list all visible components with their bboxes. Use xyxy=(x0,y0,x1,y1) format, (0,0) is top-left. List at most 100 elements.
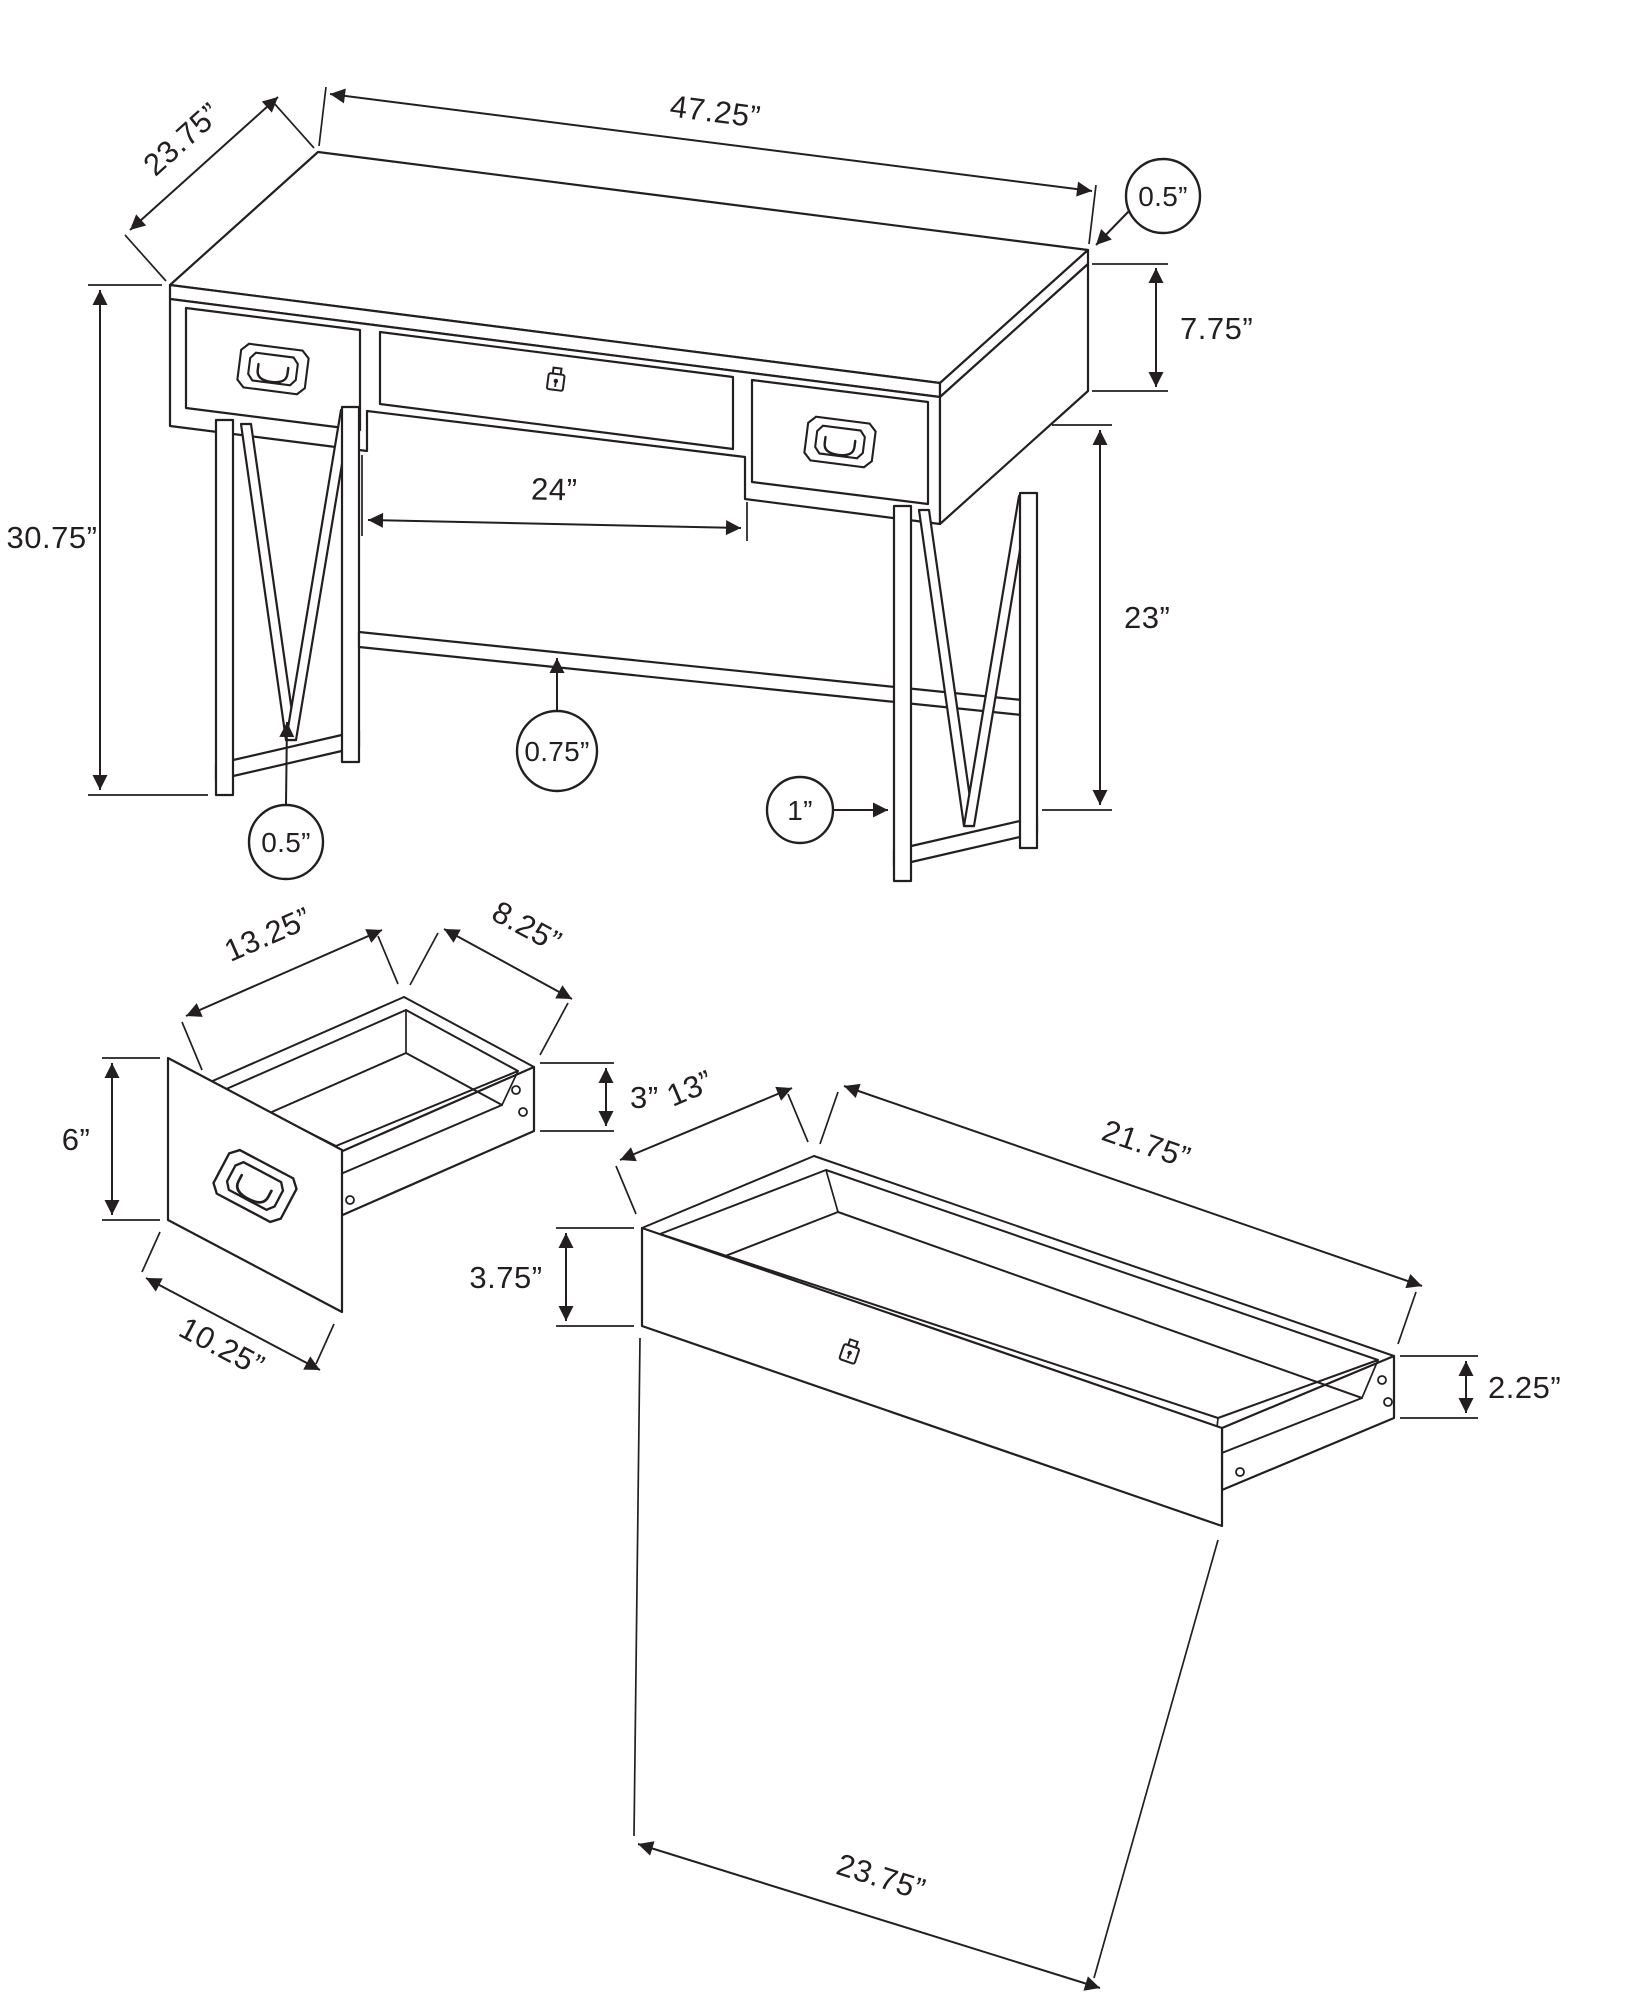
callout-circle xyxy=(1124,157,1202,235)
extension-line xyxy=(181,1021,203,1071)
right-leg-brace-front xyxy=(917,508,976,828)
callout-circle xyxy=(515,709,599,793)
screw-icon xyxy=(511,1085,521,1095)
side-drawer-front-height-label: 6” xyxy=(62,1122,91,1157)
drawer-front-panel xyxy=(640,1226,1224,1528)
extension-line xyxy=(141,1231,161,1273)
drawer-front-panel xyxy=(166,1056,344,1314)
extension-line xyxy=(272,101,315,149)
extension-line xyxy=(539,1002,569,1056)
side-drawer-depth-label: 13.25” xyxy=(219,900,316,969)
screw-icon xyxy=(518,1107,528,1117)
desk-overall-height-label: 30.75” xyxy=(7,520,98,555)
callout-circle xyxy=(765,775,835,845)
dimension-line xyxy=(329,88,1093,197)
screw-icon xyxy=(1235,1467,1245,1477)
interior-corner-edge xyxy=(501,1070,519,1106)
interior-corner-edge xyxy=(825,1169,839,1213)
extension-line xyxy=(409,932,439,986)
screw-icon xyxy=(345,1195,355,1205)
extension-line xyxy=(315,1323,335,1365)
desk-brace-thickness-label: 0.5” xyxy=(261,827,310,858)
side-drawer-box xyxy=(166,996,536,1314)
callout-top-thickness: 0.5” xyxy=(1095,157,1202,246)
center-drawer-width-label: 21.75” xyxy=(1098,1113,1195,1176)
dimension-line xyxy=(637,1841,1101,1991)
desk-legs xyxy=(214,405,1039,883)
desk-right-drawer-front xyxy=(750,378,930,506)
left-leg-brace-front xyxy=(239,422,298,742)
desk-apron-right-panel xyxy=(938,262,1090,526)
rim-left-outer-edge xyxy=(207,996,405,1084)
dim-center-drawer-width: 21.75” xyxy=(819,1083,1423,1345)
callout-brace-thickness: 0.5” xyxy=(247,721,325,881)
screw-icon xyxy=(1383,1397,1393,1407)
dim-center-drawer-front-height: 3.75” xyxy=(469,1227,634,1327)
dim-side-drawer-depth: 13.25” xyxy=(181,900,399,1071)
center-drawer-box xyxy=(640,1155,1396,1528)
leader-arrow xyxy=(279,721,295,805)
desk-top-depth-label: 23.75” xyxy=(136,96,227,183)
extension-line xyxy=(615,1165,637,1215)
desk-left-drawer-front xyxy=(184,306,362,432)
center-drawer-depth-label: 13” xyxy=(662,1063,718,1113)
stretcher-bar xyxy=(357,630,1024,717)
dim-overall-height: 30.75” xyxy=(7,284,208,796)
callout-circle xyxy=(247,803,325,881)
center-drawer-front-width-label: 23.75” xyxy=(833,1847,930,1908)
side-drawer-wall-height-label: 3” xyxy=(630,1080,659,1115)
dim-leg-height: 23” xyxy=(1042,424,1170,811)
desk-leg-height-label: 23” xyxy=(1124,600,1170,635)
dim-side-drawer-front-height: 6” xyxy=(62,1057,160,1221)
desk-stretcher-label: 0.75” xyxy=(524,736,589,767)
dimension-line xyxy=(185,929,383,1017)
side-drawer-dimensions: 13.25” 8.25” 6” 3” xyxy=(62,894,659,1383)
interior-corner-edge xyxy=(1361,1359,1379,1399)
dimension-line xyxy=(443,928,573,1000)
callout-stretcher: 0.75” xyxy=(515,658,599,793)
dim-desk-top-width: 47.25” xyxy=(318,86,1097,245)
desk-top-thickness-label: 0.5” xyxy=(1138,181,1187,212)
rim-back-outer-edge xyxy=(403,996,535,1068)
extension-line xyxy=(1397,1291,1417,1345)
leader-arrow xyxy=(1095,210,1130,246)
right-wall-exterior xyxy=(336,1065,536,1219)
side-drawer-view: 13.25” 8.25” 6” 3” xyxy=(62,894,659,1383)
dim-center-drawer-wall-height: 2.25” xyxy=(1400,1355,1561,1419)
dim-knee-clearance: 24” xyxy=(361,455,748,541)
extension-line xyxy=(377,935,399,985)
extension-line xyxy=(819,1091,839,1145)
left-leg-front-post xyxy=(214,418,235,797)
left-leg-back-post xyxy=(340,405,361,764)
callout-leg-width: 1” xyxy=(765,775,888,845)
desk-body xyxy=(168,150,1090,526)
desk-apron-height-label: 7.75” xyxy=(1180,311,1253,346)
dim-side-drawer-wall-height: 3” xyxy=(540,1062,659,1132)
right-leg-back-post xyxy=(1018,491,1039,850)
dimension-line xyxy=(843,1083,1423,1289)
desk-view: 47.25” 23.75” 0.5” 7.75” xyxy=(7,86,1253,883)
desk-top-width-label: 47.25” xyxy=(668,88,763,134)
dimension-line xyxy=(619,1086,793,1162)
dimension-line xyxy=(129,96,279,231)
center-drawer-dimensions: 13” 21.75” 3.75” 2.25” xyxy=(469,1063,1561,1991)
right-leg-front-post xyxy=(892,504,913,883)
center-drawer-front-height-label: 3.75” xyxy=(469,1260,542,1295)
dimension-line xyxy=(367,512,742,536)
side-drawer-front-width-label: 10.25” xyxy=(174,1310,271,1383)
extension-line xyxy=(1093,1539,1219,1979)
side-drawer-width-label: 8.25” xyxy=(486,894,567,960)
extension-line xyxy=(124,234,167,282)
desk-knee-clearance-label: 24” xyxy=(531,472,578,508)
right-wall-exterior xyxy=(1220,1354,1396,1492)
center-drawer-view: 13” 21.75” 3.75” 2.25” xyxy=(469,1063,1561,1991)
extension-line xyxy=(787,1093,809,1143)
extension-line xyxy=(1088,184,1097,245)
dimension-line xyxy=(145,1277,321,1371)
extension-line xyxy=(633,1337,641,1837)
center-drawer-wall-height-label: 2.25” xyxy=(1488,1370,1561,1405)
screw-icon xyxy=(1377,1375,1387,1385)
dim-apron-height: 7.75” xyxy=(1092,263,1253,392)
